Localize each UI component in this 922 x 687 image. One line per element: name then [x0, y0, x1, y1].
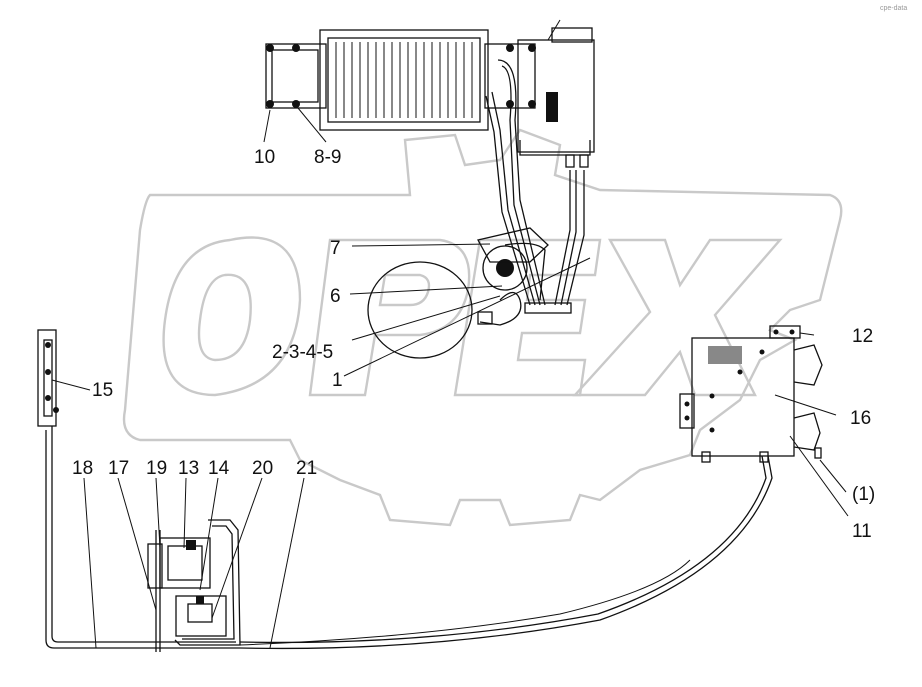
- callout-21: 21: [296, 458, 317, 479]
- callout-1-parenthesized: (1): [852, 484, 875, 505]
- watermark-letter-o: [162, 236, 302, 397]
- callout-7: 7: [330, 238, 341, 259]
- callout-17: 17: [108, 458, 129, 479]
- condenser-bracket-left-inner: [271, 49, 319, 103]
- condenser-bracket-left: [265, 43, 327, 109]
- condenser-bracket-right: [484, 43, 536, 109]
- callout-11: 11: [852, 521, 872, 542]
- evaporator-mount-bracket: [769, 325, 801, 339]
- condenser-core-inner: [327, 37, 481, 123]
- lower-piping: [45, 426, 773, 652]
- receiver-cap: [551, 27, 593, 43]
- callout-13: 13: [178, 458, 199, 479]
- lower-receiver-window: [187, 603, 213, 623]
- pipe-left-loop-outer: [45, 430, 240, 649]
- evaporator-drain-a: [701, 451, 711, 463]
- compressor-bracket-hose: [479, 291, 522, 326]
- bracket-slot: [43, 339, 53, 417]
- receiver-fitting-right: [579, 154, 589, 168]
- evaporator-label-plate: [708, 346, 742, 364]
- hose-condenser-in-a: [491, 91, 536, 306]
- lower-clutch-face: [147, 543, 163, 589]
- evaporator-outlet-bottom: [793, 412, 821, 451]
- leader-lines: [51, 107, 849, 649]
- receiver-base: [519, 140, 591, 156]
- condenser-core: [319, 29, 489, 131]
- evaporator-unit: [679, 325, 823, 463]
- compressor-port-hose-a: [504, 242, 546, 301]
- hose-to-evaporator-outer: [239, 455, 773, 650]
- condenser-assembly: [265, 29, 536, 131]
- lower-compressor-inner: [167, 545, 203, 581]
- compressor-hub: [496, 259, 514, 277]
- hose-to-evaporator-inner: [239, 455, 767, 644]
- watermark-letter-p: [308, 238, 471, 397]
- hose-receiver-a: [554, 170, 571, 306]
- condenser-bolts: [266, 44, 536, 108]
- corner-mark: cpe-data: [880, 5, 907, 12]
- receiver-fitting-left: [565, 154, 575, 168]
- hose-manifold-block: [524, 302, 572, 314]
- left-mount-bracket: [37, 329, 59, 427]
- condenser-fins: [335, 42, 473, 118]
- bracket-plate: [37, 329, 57, 427]
- pipe-compressor-loop-outer: [174, 519, 241, 646]
- hose-condenser-out-b: [501, 65, 541, 306]
- hose-branch: [239, 559, 691, 646]
- compressor-clutch: [482, 245, 528, 291]
- compressor-head: [477, 227, 549, 263]
- compressor-fitting: [477, 311, 493, 325]
- callout-15: 15: [92, 380, 113, 401]
- callout-16: 16: [850, 408, 871, 429]
- callout-14: 14: [208, 458, 230, 479]
- callout-19: 19: [146, 458, 167, 479]
- pipe-left-loop-inner: [51, 426, 236, 643]
- callout-8-9: 8-9: [314, 147, 341, 168]
- evaporator-outlet-top: [793, 344, 823, 386]
- hose-condenser-out-a: [497, 59, 546, 306]
- evaporator-drain-b: [759, 451, 769, 463]
- receiver-drier-tank: [517, 19, 595, 168]
- callout-labels: 10 8-9 7 6 2-3-4-5 1 12 16 (1) 11 15 18 …: [72, 147, 875, 542]
- watermark-gear-outline: [122, 128, 843, 527]
- callout-20: 20: [252, 458, 273, 479]
- hose-receiver-c: [566, 170, 585, 306]
- evaporator-drain-c: [814, 447, 822, 459]
- callout-10: 10: [254, 147, 275, 168]
- evaporator-side-bracket: [679, 393, 695, 429]
- callout-18: 18: [72, 458, 93, 479]
- receiver-body: [517, 39, 595, 153]
- receiver-sight-glass: [546, 92, 558, 122]
- lower-compressor: [147, 537, 227, 637]
- callout-1: 1: [332, 370, 343, 391]
- hose-receiver-b: [560, 170, 577, 306]
- callout-2-3-4-5: 2-3-4-5: [272, 342, 333, 363]
- opex-watermark-logo: [122, 128, 843, 527]
- pipe-compressor-loop-inner: [182, 525, 235, 640]
- callout-6: 6: [330, 286, 341, 307]
- upper-hose-bundle: [485, 59, 585, 314]
- compressor-assembly: [367, 227, 549, 359]
- hose-condenser-in-b: [485, 95, 531, 306]
- receiver-tab: [547, 19, 561, 41]
- evaporator-screws: [684, 329, 795, 433]
- callout-12: 12: [852, 326, 873, 347]
- watermark-letter-x: [572, 238, 783, 397]
- lower-port: [186, 540, 196, 550]
- compressor-pulley-arc: [367, 261, 473, 359]
- evaporator-box: [691, 337, 795, 457]
